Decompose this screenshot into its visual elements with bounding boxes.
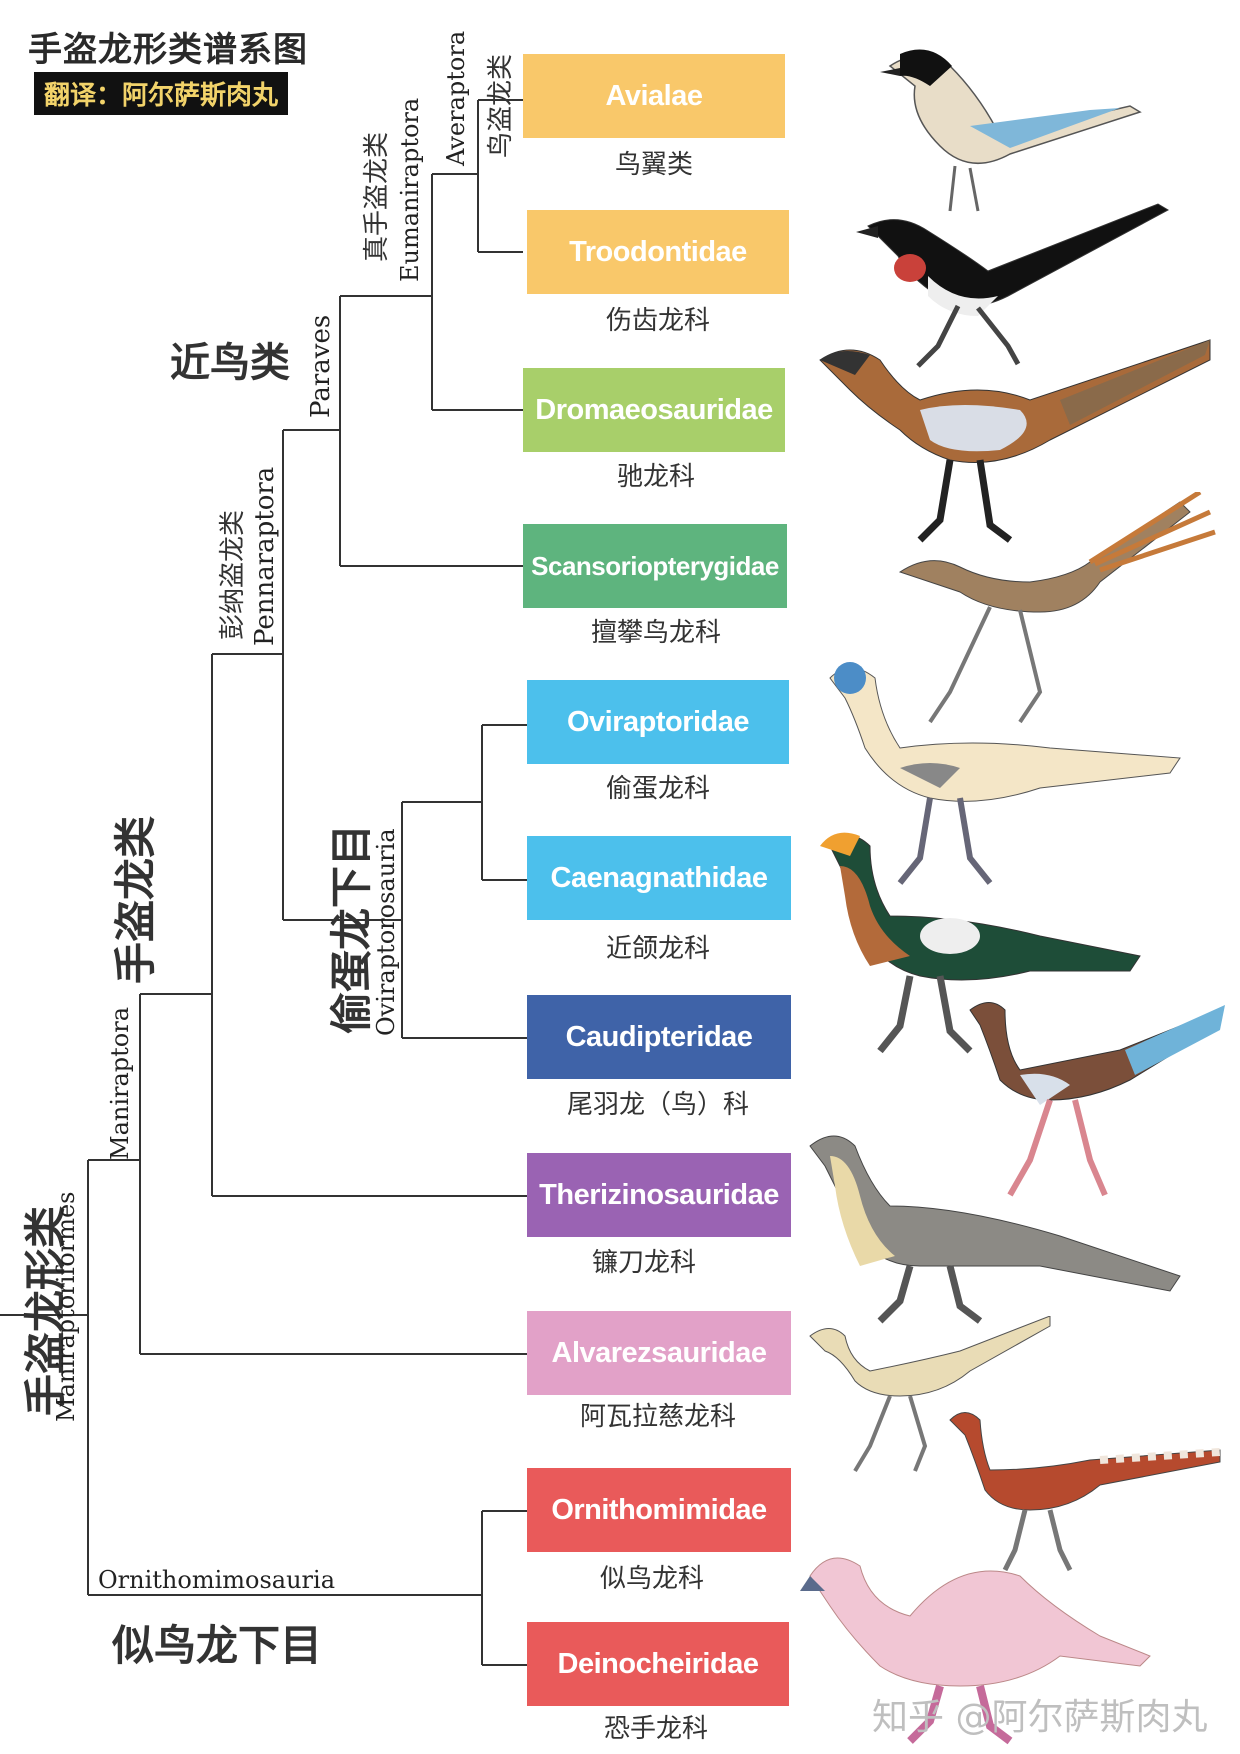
clade-label-ornithomimosauria-cn: 似鸟龙下目 (112, 1621, 323, 1670)
taxon-box-avialae: Avialae (523, 54, 785, 138)
taxon-cn-alvarezsauridae: 阿瓦拉慈龙科 (579, 1402, 736, 1432)
oviraptoridae-illustration (829, 662, 1181, 885)
taxon-cn-troodontidae: 伤齿龙科 (605, 306, 710, 336)
deinocheiridae-illustration (800, 1557, 1151, 1745)
clade-label-maniraptora-cn: 手盗龙类 (111, 815, 160, 984)
clade-label-pennaraptora-en: Pennaraptora (250, 466, 280, 646)
ornithomimidae-illustration (949, 1412, 1221, 1572)
clade-label-oviraptorosauria-en: Oviraptorosauria (372, 828, 400, 1036)
clade-label-ornithomimosauria-en: Ornithomimosauria (98, 1566, 336, 1594)
watermark: 知乎 @阿尔萨斯肉丸 (872, 1697, 1208, 1738)
taxon-box-oviraptoridae: Oviraptoridae (527, 680, 789, 764)
taxon-cn-caudipteridae: 尾羽龙（鸟）科 (566, 1090, 749, 1120)
taxon-box-troodontidae: Troodontidae (527, 210, 789, 294)
taxon-cn-dromaeosauridae: 驰龙科 (616, 462, 695, 492)
translator-credit: 翻译：阿尔萨斯肉丸 (34, 72, 289, 115)
alvarezsauridae-illustration (809, 1316, 1051, 1473)
taxon-cn-scansoriopterygidae: 擅攀鸟龙科 (590, 618, 721, 648)
taxon-box-caenagnathidae: Caenagnathidae (527, 836, 791, 920)
taxon-cn-caenagnathidae: 近颌龙科 (605, 934, 710, 964)
taxon-box-alvarezsauridae: Alvarezsauridae (527, 1311, 791, 1395)
taxon-box-therizinosauridae: Therizinosauridae (527, 1153, 791, 1237)
taxon-cn-oviraptoridae: 偷蛋龙科 (605, 774, 710, 804)
avialae-bird-illustration (880, 49, 1142, 212)
scansoriopterygidae-illustration (898, 492, 1216, 724)
clade-label-averaptora-cn: 鸟盗龙类 (486, 53, 516, 158)
clade-label-eumaniraptora-cn: 真手盗龙类 (362, 131, 392, 262)
taxon-cn-deinocheiridae: 恐手龙科 (603, 1714, 708, 1744)
troodontidae-illustration (856, 203, 1170, 368)
clade-label-maniraptoriformes-en: Maniraptoriformes (52, 1191, 80, 1422)
taxon-cn-therizinosauridae: 镰刀龙科 (591, 1248, 696, 1278)
clade-label-averaptora-en: Averaptora (442, 30, 470, 166)
taxon-box-deinocheiridae: Deinocheiridae (527, 1622, 789, 1706)
clade-label-eumaniraptora-en: Eumaniraptora (396, 97, 424, 282)
taxon-cn-avialae: 鸟翼类 (614, 150, 693, 180)
page-title: 手盗龙形类谱系图 (28, 30, 308, 70)
therizinosauridae-illustration (809, 1135, 1181, 1324)
taxon-box-dromaeosauridae: Dromaeosauridae (523, 368, 785, 452)
taxon-box-scansoriopterygidae: Scansoriopterygidae (523, 524, 787, 608)
clade-label-paraves-cn: 近鸟类 (170, 340, 290, 386)
taxon-box-ornithomimidae: Ornithomimidae (527, 1468, 791, 1552)
caenagnathidae-illustration (820, 832, 1141, 1054)
dromaeosauridae-illustration (819, 339, 1211, 543)
clade-label-oviraptorosauria-cn: 偷蛋龙下目 (327, 823, 376, 1034)
caudipteridae-illustration (969, 1002, 1225, 1197)
taxon-box-caudipteridae: Caudipteridae (527, 995, 791, 1079)
clade-label-maniraptora-en: Maniraptora (106, 1006, 134, 1160)
taxon-cn-ornithomimidae: 似鸟龙科 (599, 1564, 704, 1594)
clade-label-paraves-en: Paraves (306, 314, 336, 418)
clade-label-pennaraptora-cn: 彭纳盗龙类 (218, 509, 248, 640)
